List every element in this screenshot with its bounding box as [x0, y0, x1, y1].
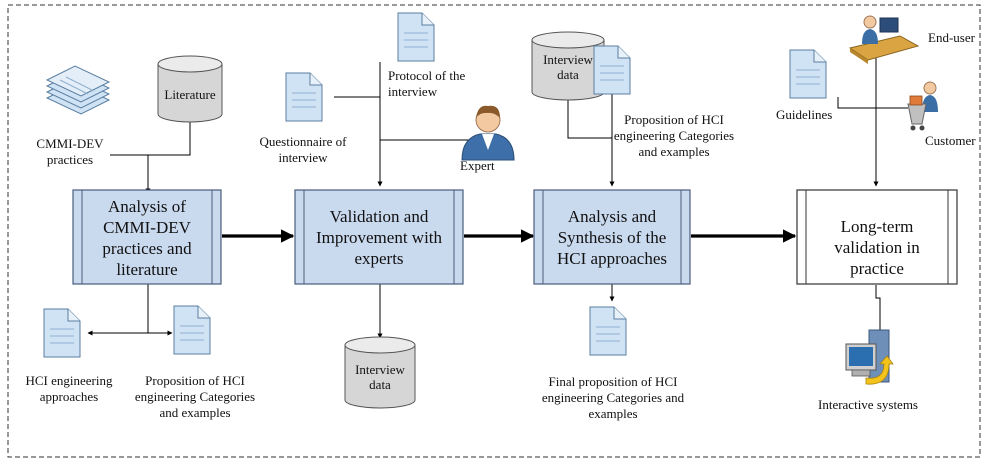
cylinder-interview-data-top — [531, 31, 605, 101]
datastore-label-literature: Literature — [164, 87, 216, 102]
label-proposition-left: Proposition of HCI engineering Categorie… — [134, 373, 256, 420]
process-label-analysis: Analysis of CMMI-DEV practices and liter… — [102, 197, 192, 279]
label-customer: Customer — [925, 133, 976, 148]
connectors — [87, 55, 908, 339]
label-end-user: End-user — [928, 30, 975, 45]
process-label-synthesis: Analysis and Synthesis of the HCI approa… — [557, 207, 667, 268]
customer-icon — [907, 81, 938, 131]
cylinder-interview-data-bottom — [344, 336, 416, 409]
document-icon-guidelines — [789, 49, 827, 99]
document-icon-questionnaire — [285, 72, 323, 122]
connector-cmmi-analysis — [110, 154, 151, 194]
label-final-proposition: Final proposition of HCI engineering Cat… — [541, 374, 685, 421]
document-icon-proposition-middle — [593, 45, 631, 95]
connector-interviewdata-synthesis — [567, 98, 612, 139]
process-box-validation — [294, 189, 464, 285]
label-expert: Expert — [460, 158, 495, 173]
cmmi-stack-icon — [45, 65, 111, 115]
process-box-synthesis — [533, 189, 691, 285]
connector-guidelines-ltv — [837, 97, 876, 109]
end-user-icon — [848, 15, 920, 64]
document-icon-final-proposition — [589, 306, 627, 356]
process-label-long-term: Long-term validation in practice — [834, 217, 920, 278]
label-questionnaire-of-interview: Questionnaire of interview — [259, 134, 347, 165]
label-interactive-systems: Interactive systems — [818, 397, 918, 412]
label-cmmi-dev-practices: CMMI-DEV practices — [36, 136, 104, 167]
connector-ltv-systems — [875, 285, 881, 330]
document-icon-hci-approaches — [43, 308, 81, 358]
cylinder-literature — [157, 55, 223, 123]
process-label-validation: Validation and Improvement with experts — [315, 207, 443, 268]
label-guidelines: Guidelines — [776, 107, 833, 122]
document-icon-protocol — [397, 12, 435, 62]
connector-literature-analysis — [148, 118, 191, 156]
process-box-long-term — [796, 189, 958, 285]
label-hci-engineering-approaches: HCI engineering approaches — [25, 373, 113, 404]
label-protocol-of-interview: Protocol of the interview — [388, 68, 466, 99]
label-proposition-middle: Proposition of HCI engineering Categorie… — [613, 112, 735, 159]
document-icon-proposition-left — [173, 305, 211, 355]
interactive-systems-icon — [845, 329, 894, 385]
datastore-label-interview-bottom: Interview data — [355, 362, 405, 392]
datastore-label-interview-top: Interview data — [543, 52, 593, 82]
expert-icon — [461, 105, 515, 161]
process-box-analysis — [72, 189, 222, 285]
